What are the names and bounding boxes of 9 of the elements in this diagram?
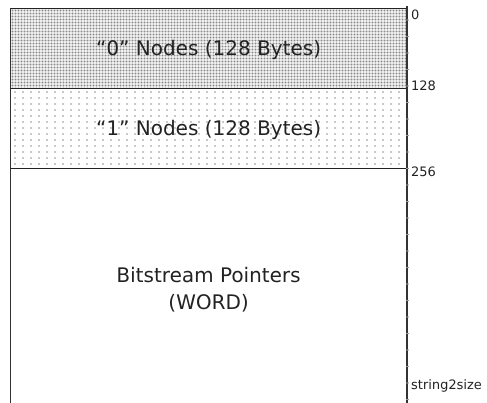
block-label: Bitstream Pointers (WORD): [115, 262, 302, 316]
offset-label: 128: [411, 79, 436, 94]
memory-block: [10, 8, 406, 88]
offset-label: 256: [411, 165, 436, 180]
memory-block: [10, 88, 406, 168]
offset-label: 0: [411, 8, 420, 23]
block-label: “0” Nodes (128 Bytes): [96, 35, 322, 62]
block-label: “1” Nodes (128 Bytes): [96, 115, 322, 142]
memory-block: [10, 168, 406, 403]
